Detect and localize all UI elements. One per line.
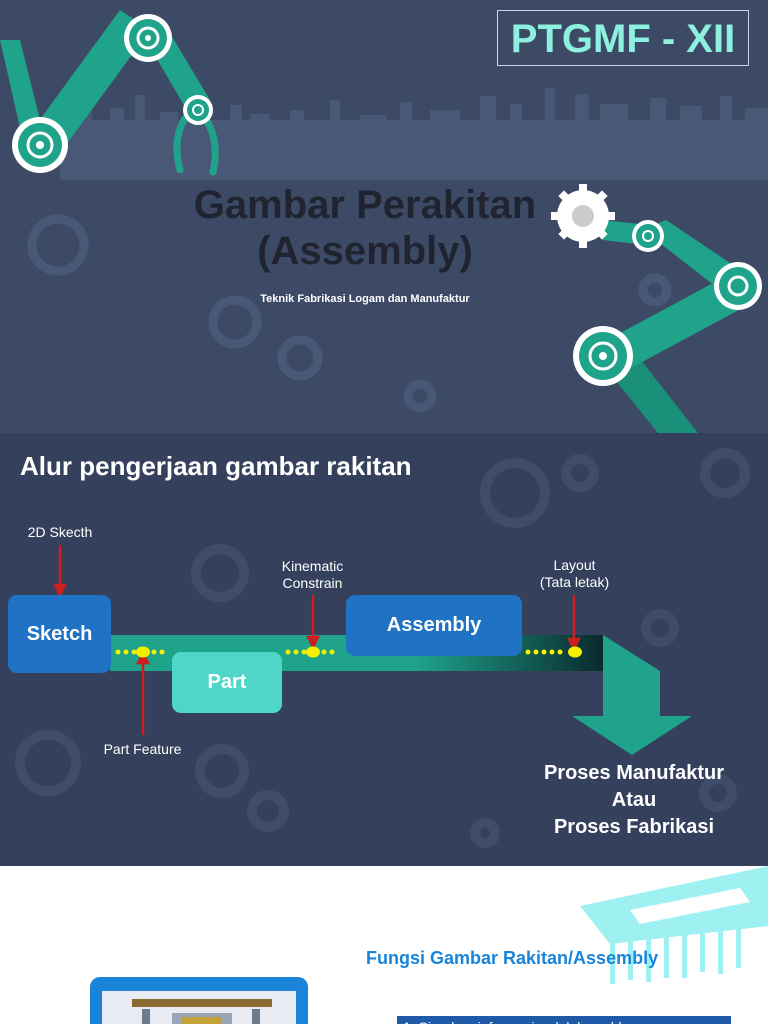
annotation-layout-line-1: Layout — [553, 557, 596, 573]
slide-subtitle: Teknik Fabrikasi Logam dan Manufaktur — [260, 293, 470, 305]
workflow-slide: Alur pengerjaan gambar rakitan — [0, 433, 768, 866]
robot-arm-left-icon — [0, 10, 219, 176]
function-list-item-1: 1. Sirapkan informasi roduk ke subkon — [397, 1016, 731, 1024]
annotation-layout-line-2: (Tata letak) — [539, 574, 610, 590]
slide-title: Gambar Perakitan (Assembly) — [150, 182, 580, 274]
class-badge: PTGMF - XII — [497, 10, 749, 66]
title-line-1: Gambar Perakitan — [193, 183, 537, 227]
process-line-3: Proses Fabrikasi — [553, 816, 715, 838]
process-line-2: Atau — [611, 789, 657, 811]
connector-dots — [115, 646, 582, 658]
workflow-heading: Alur pengerjaan gambar rakitan — [20, 451, 412, 481]
chip-decoration-icon — [580, 866, 768, 984]
down-arrow-icon — [572, 635, 692, 755]
sketch-box: Sketch — [8, 595, 111, 673]
annotation-kinematic-line-2: Constrain — [282, 575, 343, 591]
assembly-box: Assembly — [346, 595, 522, 656]
annotation-2d-sketch: 2D Skecth — [27, 524, 93, 540]
assembly-machine-image — [102, 991, 296, 1024]
title-slide: PTGMF - XII Gambar Perakitan (Assembly) … — [0, 0, 768, 433]
annotation-kinematic-line-1: Kinematic — [281, 558, 344, 574]
part-box: Part — [172, 652, 282, 713]
function-heading: Fungsi Gambar Rakitan/Assembly — [366, 948, 659, 968]
annotation-part-feature: Part Feature — [103, 741, 182, 757]
annotation-layout: Layout (Tata letak) — [517, 557, 632, 591]
function-slide: Fungsi Gambar Rakitan/Assembly 1. Sirapk… — [0, 866, 768, 1024]
process-line-1: Proses Manufaktur — [543, 762, 725, 784]
robot-arm-right-icon — [551, 184, 762, 433]
annotation-arrows — [52, 545, 582, 735]
background-gears-decoration — [15, 448, 750, 848]
image-frame — [90, 977, 308, 1024]
process-label: Proses Manufaktur Atau Proses Fabrikasi — [520, 760, 748, 841]
title-line-2: (Assembly) — [257, 229, 473, 273]
annotation-kinematic: Kinematic Constrain — [255, 558, 370, 592]
